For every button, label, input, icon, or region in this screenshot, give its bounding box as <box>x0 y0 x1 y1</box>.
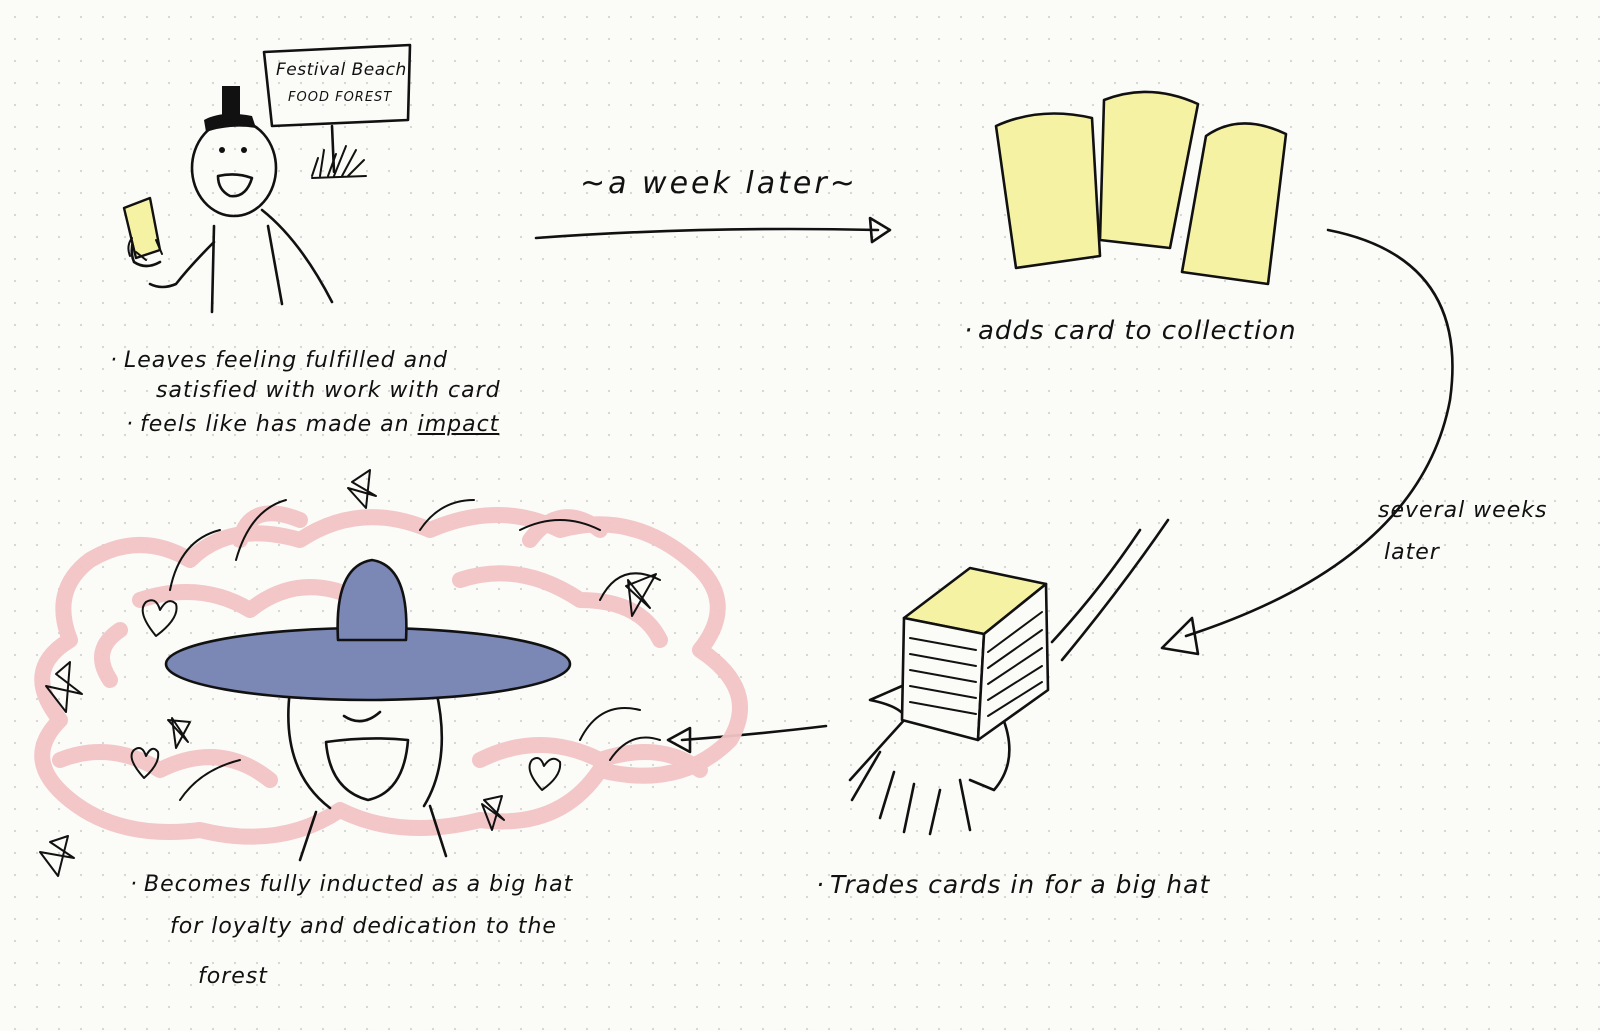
step4-line-3: forest <box>198 964 268 989</box>
collection-card-3 <box>1180 122 1288 286</box>
collection-card-1 <box>994 112 1102 270</box>
heart-icon <box>130 747 160 779</box>
collection-card-2 <box>1098 90 1200 250</box>
grass-tuft-icon <box>311 145 367 179</box>
panel-big-hat-induction <box>34 469 748 877</box>
star-icon <box>167 717 191 749</box>
step4-line-2: for loyalty and dedication to the <box>170 914 557 939</box>
small-top-hat-icon <box>204 86 256 132</box>
big-hat-icon <box>164 558 572 702</box>
sign-title: Festival Beach <box>276 60 407 80</box>
person-head <box>190 118 278 218</box>
star-icon <box>45 661 83 713</box>
heart-icon <box>528 757 562 791</box>
held-card <box>122 196 163 261</box>
arrow-week-later <box>534 216 892 244</box>
motion-lines <box>169 499 661 801</box>
transition-several-weeks: several weeks <box>1378 498 1548 523</box>
arrow-several-weeks-later <box>1160 228 1454 656</box>
panel-trade-cards <box>848 518 1170 836</box>
panel-visitor-with-card <box>122 43 412 314</box>
step1-bullet-2: ·feels like has made an impact <box>126 412 500 437</box>
transition-week-later: ~a week later~ <box>580 166 858 201</box>
step2-caption: ·adds card to collection <box>964 316 1297 346</box>
arrow-to-big-hat <box>666 724 828 754</box>
heart-icon <box>141 599 178 637</box>
transition-several-weeks-line2: later <box>1384 540 1440 565</box>
panel-card-collection <box>994 90 1288 286</box>
impact-word: impact <box>417 412 500 437</box>
celebration-aura <box>34 505 748 845</box>
step1-bullet-1: ·Leaves feeling fulfilled and <box>110 348 448 373</box>
step3-caption: ·Trades cards in for a big hat <box>816 870 1211 899</box>
step1-bullet-1-continued: satisfied with work with card <box>156 378 501 403</box>
hand <box>848 684 1011 836</box>
inducted-person <box>287 688 448 862</box>
card-stack <box>900 566 1050 742</box>
step4-line-1: ·Becomes fully inducted as a big hat <box>130 872 574 897</box>
food-forest-sign <box>262 43 412 179</box>
person-body <box>210 208 334 314</box>
star-icon <box>625 573 657 617</box>
star-icon <box>39 835 75 877</box>
sign-subtitle: FOOD FOREST <box>288 90 393 105</box>
star-icon <box>347 469 377 509</box>
star-icon <box>481 795 505 831</box>
